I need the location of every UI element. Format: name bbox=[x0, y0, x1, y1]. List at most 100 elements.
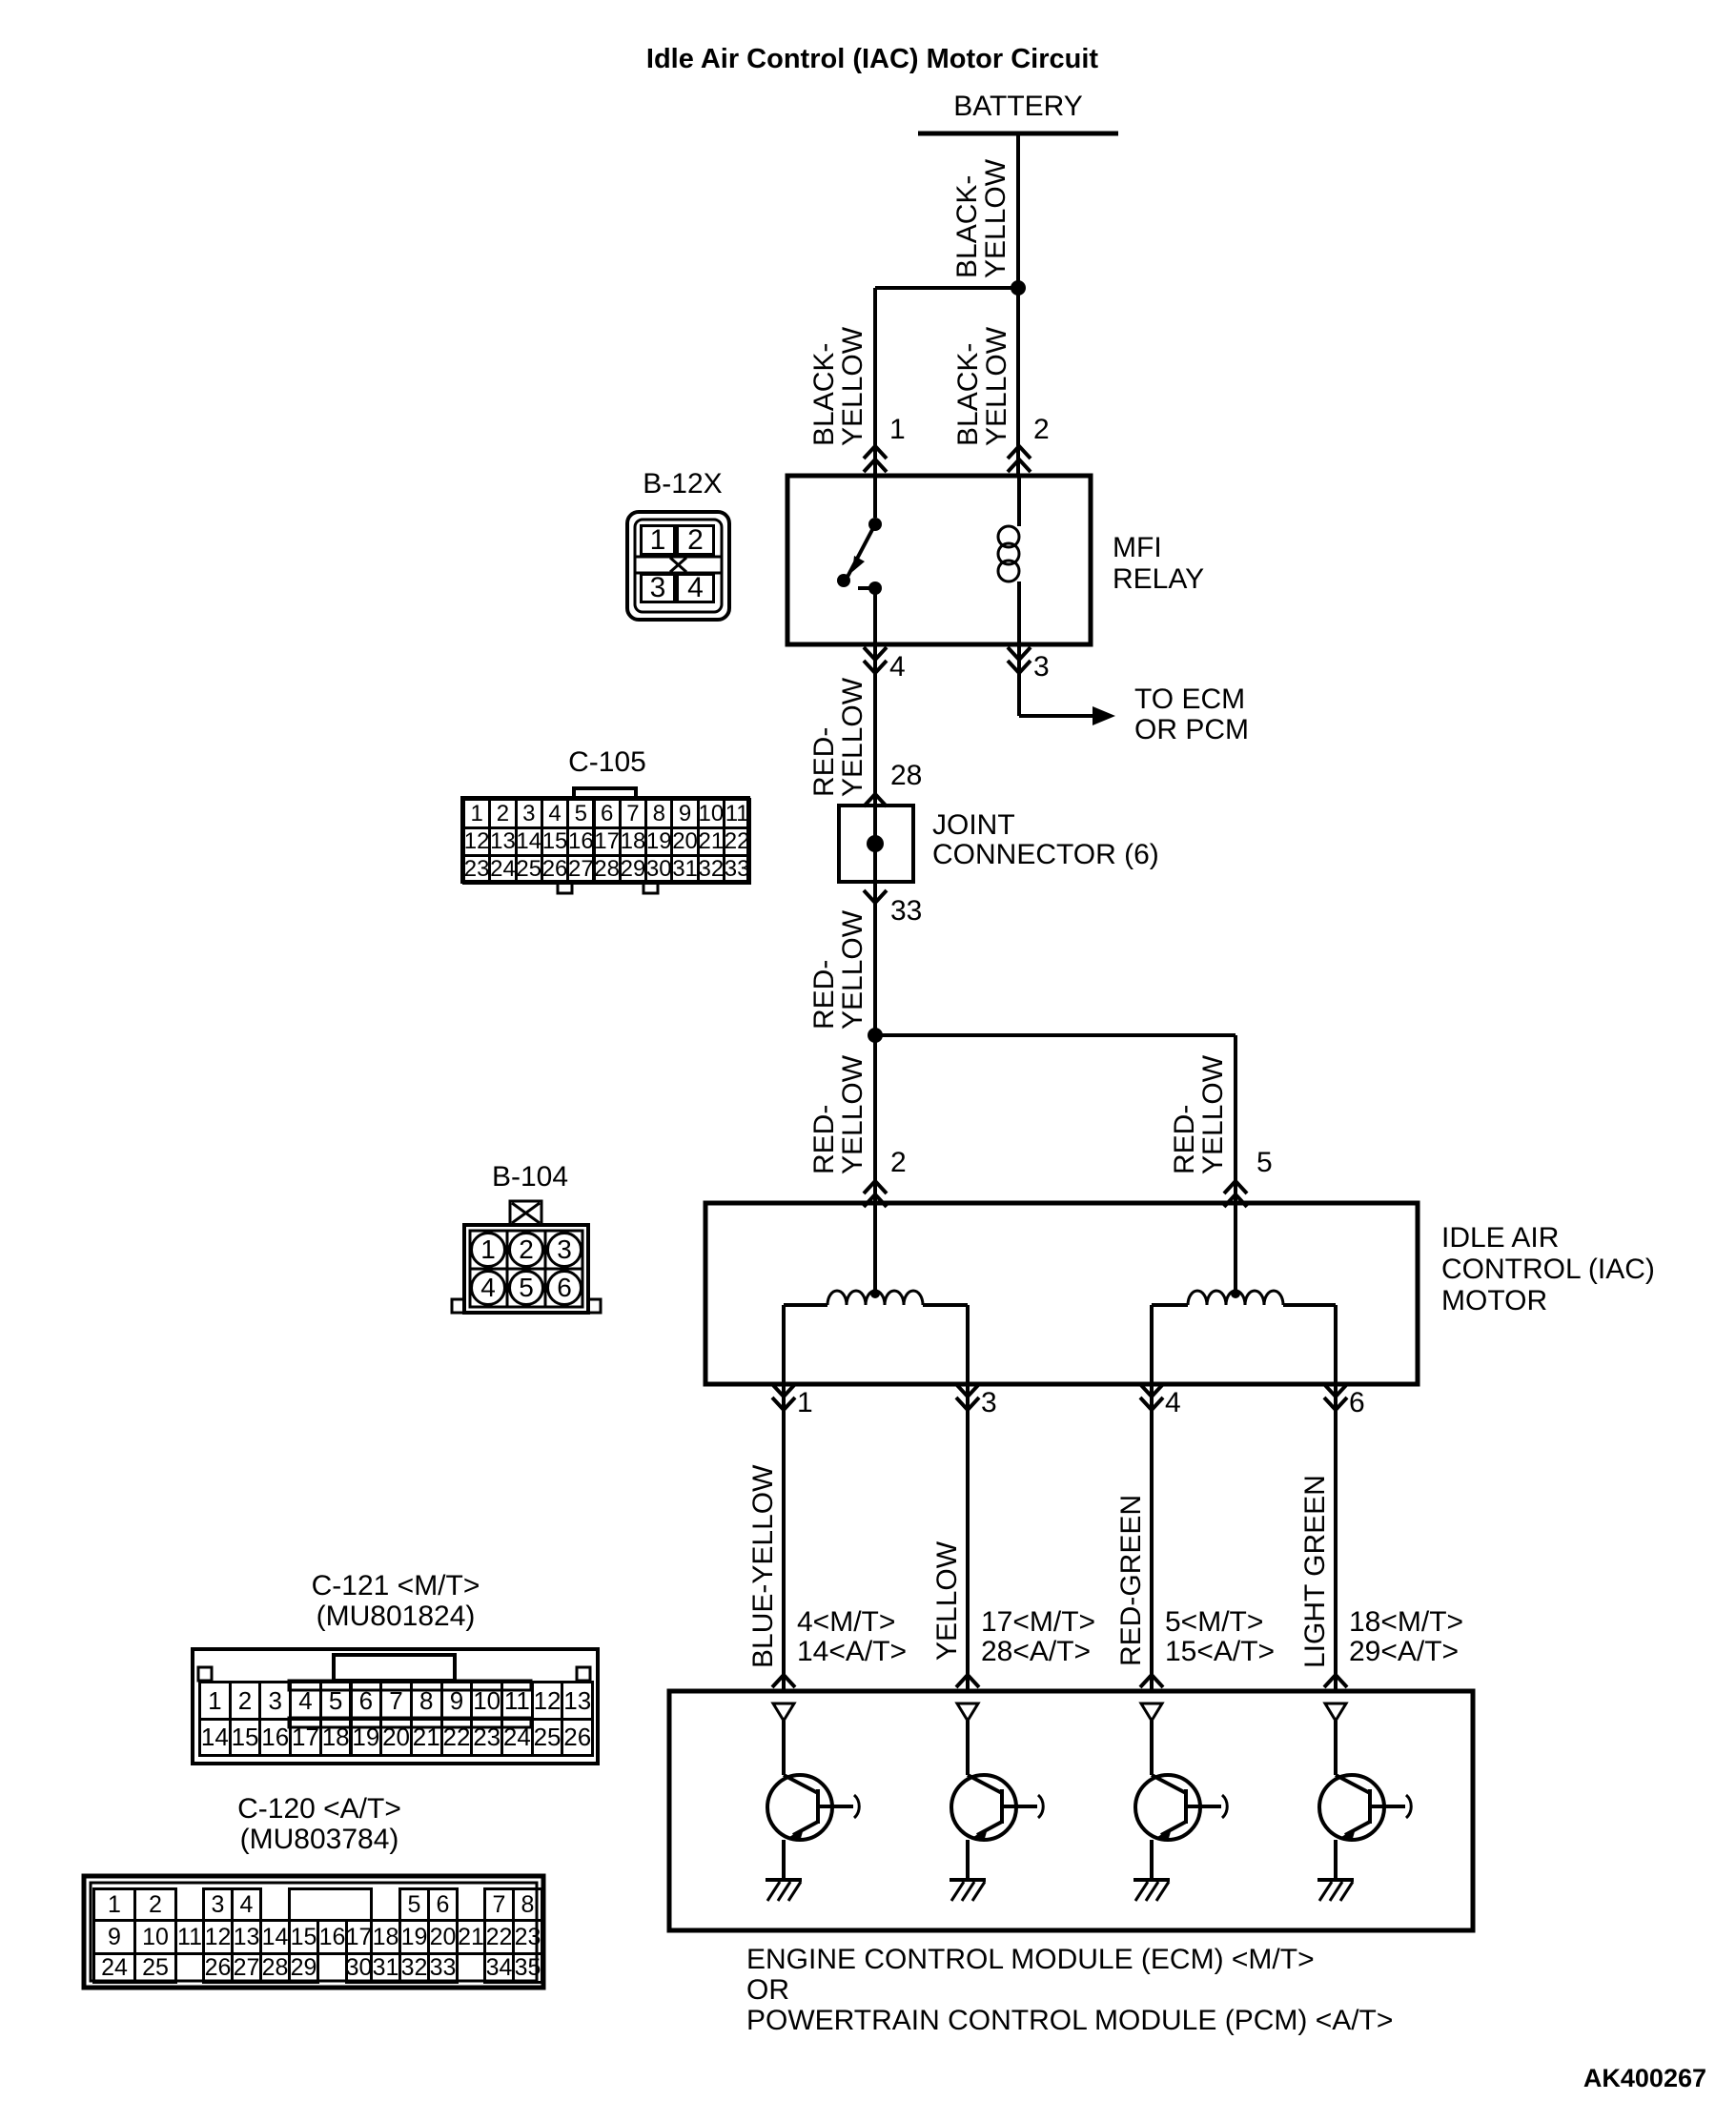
c120-pin-cell: 28 bbox=[259, 1952, 291, 1984]
c105-pin-cell: 8 bbox=[644, 798, 674, 829]
wire-label-red-yellow-4: RED- YELLOW bbox=[1169, 1054, 1229, 1174]
c105-pin-cell: 1 bbox=[462, 798, 492, 829]
c121-pin-cell: 19 bbox=[349, 1718, 383, 1757]
c121-pin-cell: 24 bbox=[500, 1718, 534, 1757]
page-title: Idle Air Control (IAC) Motor Circuit bbox=[645, 44, 1099, 74]
c120-pin-cell: 31 bbox=[370, 1952, 401, 1984]
transistor-driver-1 bbox=[766, 1702, 861, 1902]
c120-pin-cell: 12 bbox=[202, 1919, 234, 1955]
wire-label-black-yellow-1: BLACK- YELLOW bbox=[951, 158, 1011, 278]
c105-pin-cell: 33 bbox=[723, 854, 752, 885]
figure-code: AK400267 bbox=[1583, 2064, 1706, 2092]
c105-pin-cell: 17 bbox=[592, 826, 622, 857]
ground-symbol-4 bbox=[1317, 1878, 1355, 1902]
b104-connector-name: B-104 bbox=[491, 1161, 569, 1193]
b12x-pin-cell: 2 bbox=[676, 524, 715, 556]
c120-pin-cell: 1 bbox=[92, 1887, 136, 1922]
c120-pin-cell: 33 bbox=[427, 1952, 459, 1984]
iac-pin-2: 2 bbox=[890, 1147, 907, 1178]
iac-coil-right bbox=[1150, 1203, 1338, 1384]
c121-connector-name: C-121 <M/T>(MU801824) bbox=[311, 1570, 480, 1632]
c121-pin-cell: 25 bbox=[530, 1718, 564, 1757]
relay-pin-2: 2 bbox=[1033, 414, 1050, 445]
c105-pin-cell: 15 bbox=[540, 826, 570, 857]
mfi-relay-label: MFI RELAY bbox=[1113, 532, 1205, 595]
wire-label-red-yellow-2: RED- YELLOW bbox=[808, 909, 868, 1030]
c121-pin-cell: 3 bbox=[258, 1681, 293, 1721]
c105-pin-cell: 30 bbox=[644, 854, 674, 885]
c120-pin-cell: 7 bbox=[483, 1887, 515, 1922]
c105-pin-cell: 2 bbox=[488, 798, 518, 829]
battery-label: BATTERY bbox=[953, 91, 1083, 122]
c105-pin-cell: 13 bbox=[488, 826, 518, 857]
c121-pin-cell: 11 bbox=[500, 1681, 534, 1721]
c105-pin-cell: 20 bbox=[670, 826, 700, 857]
joint-pin-28: 28 bbox=[890, 760, 923, 791]
ground-symbol-3 bbox=[1134, 1878, 1171, 1902]
b104-connector-icon bbox=[450, 1199, 602, 1315]
joint-connector-label: JOINT CONNECTOR (6) bbox=[932, 809, 1159, 870]
c120-pin-cell: 15 bbox=[288, 1919, 319, 1955]
relay-pin-1: 1 bbox=[889, 414, 906, 445]
b12x-pin-cell: 4 bbox=[676, 572, 715, 603]
c105-pin-cell: 4 bbox=[540, 798, 570, 829]
joint-pin-33: 33 bbox=[890, 895, 923, 927]
iac-motor-box bbox=[703, 1200, 1420, 1387]
iac-pin-5: 5 bbox=[1256, 1147, 1273, 1178]
c105-pin-cell: 23 bbox=[462, 854, 492, 885]
relay-pin-3: 3 bbox=[1033, 651, 1050, 683]
c121-pin-cell: 7 bbox=[379, 1681, 413, 1721]
c121-pin-cell: 1 bbox=[198, 1681, 232, 1721]
c120-pin-cell: 10 bbox=[133, 1919, 177, 1955]
ecm-pin-label-1: 4<M/T> 14<A/T> bbox=[797, 1606, 908, 1667]
c120-pin-cell: 4 bbox=[231, 1887, 262, 1922]
b12x-connector-name: B-12X bbox=[643, 468, 723, 500]
joint-connector-box bbox=[837, 804, 915, 884]
c120-pin-cell: 24 bbox=[92, 1952, 136, 1984]
transistor-driver-4 bbox=[1317, 1702, 1413, 1902]
c120-pin-cell: 16 bbox=[317, 1919, 348, 1955]
ecm-pin-label-4: 18<M/T> 29<A/T> bbox=[1349, 1606, 1464, 1667]
c105-pin-cell: 25 bbox=[514, 854, 543, 885]
c120-pin-cell: 27 bbox=[231, 1952, 262, 1984]
c121-pin-cell: 26 bbox=[561, 1718, 595, 1757]
c121-pin-cell: 15 bbox=[228, 1718, 262, 1757]
c120-pin-cell: 35 bbox=[512, 1952, 543, 1984]
c105-connector-name: C-105 bbox=[568, 746, 646, 778]
c105-pin-cell: 26 bbox=[540, 854, 570, 885]
b104-pin-cell: 5 bbox=[508, 1270, 544, 1306]
c120-pin-cell: 21 bbox=[456, 1919, 486, 1955]
c105-pin-cell: 24 bbox=[488, 854, 518, 885]
mfi-relay-box bbox=[785, 473, 1093, 647]
c105-pin-cell: 18 bbox=[618, 826, 648, 857]
b104-pin-cell: 1 bbox=[470, 1232, 506, 1268]
c120-pin-cell: 34 bbox=[483, 1952, 515, 1984]
c105-pin-cell: 21 bbox=[696, 826, 725, 857]
ecm-label: ENGINE CONTROL MODULE (ECM) <M/T> OR POW… bbox=[746, 1944, 1394, 2036]
c121-pin-cell: 6 bbox=[349, 1681, 383, 1721]
transistor-driver-2 bbox=[950, 1702, 1045, 1902]
c121-pin-cell: 2 bbox=[228, 1681, 262, 1721]
c120-pin-cell: 9 bbox=[92, 1919, 136, 1955]
to-ecm-arrow bbox=[1017, 644, 1115, 725]
c105-pin-cell: 27 bbox=[566, 854, 596, 885]
ecm-pin-label-2: 17<M/T> 28<A/T> bbox=[981, 1606, 1096, 1667]
iac-pin-out-1: 1 bbox=[797, 1387, 813, 1418]
main-red-yellow-wire bbox=[862, 644, 888, 1203]
wire-label-light-green: LIGHT GREEN bbox=[1299, 1475, 1331, 1668]
ground-symbol-1 bbox=[766, 1878, 803, 1902]
relay-pin-4: 4 bbox=[889, 651, 906, 683]
c120-pin-cell: 30 bbox=[345, 1952, 373, 1984]
c120-pin-cell: 8 bbox=[512, 1887, 543, 1922]
c105-pin-cell: 9 bbox=[670, 798, 700, 829]
iac-pin-out-6: 6 bbox=[1349, 1387, 1365, 1418]
c105-pin-cell: 14 bbox=[514, 826, 543, 857]
ground-symbol-2 bbox=[950, 1878, 987, 1902]
c120-pin-cell: 18 bbox=[370, 1919, 401, 1955]
c121-pin-cell: 21 bbox=[409, 1718, 443, 1757]
c121-pin-cell: 10 bbox=[470, 1681, 503, 1721]
c121-pin-cell: 14 bbox=[198, 1718, 232, 1757]
wire-label-red-yellow-1: RED- YELLOW bbox=[808, 677, 868, 797]
b12x-pin-cell: 3 bbox=[640, 572, 676, 603]
